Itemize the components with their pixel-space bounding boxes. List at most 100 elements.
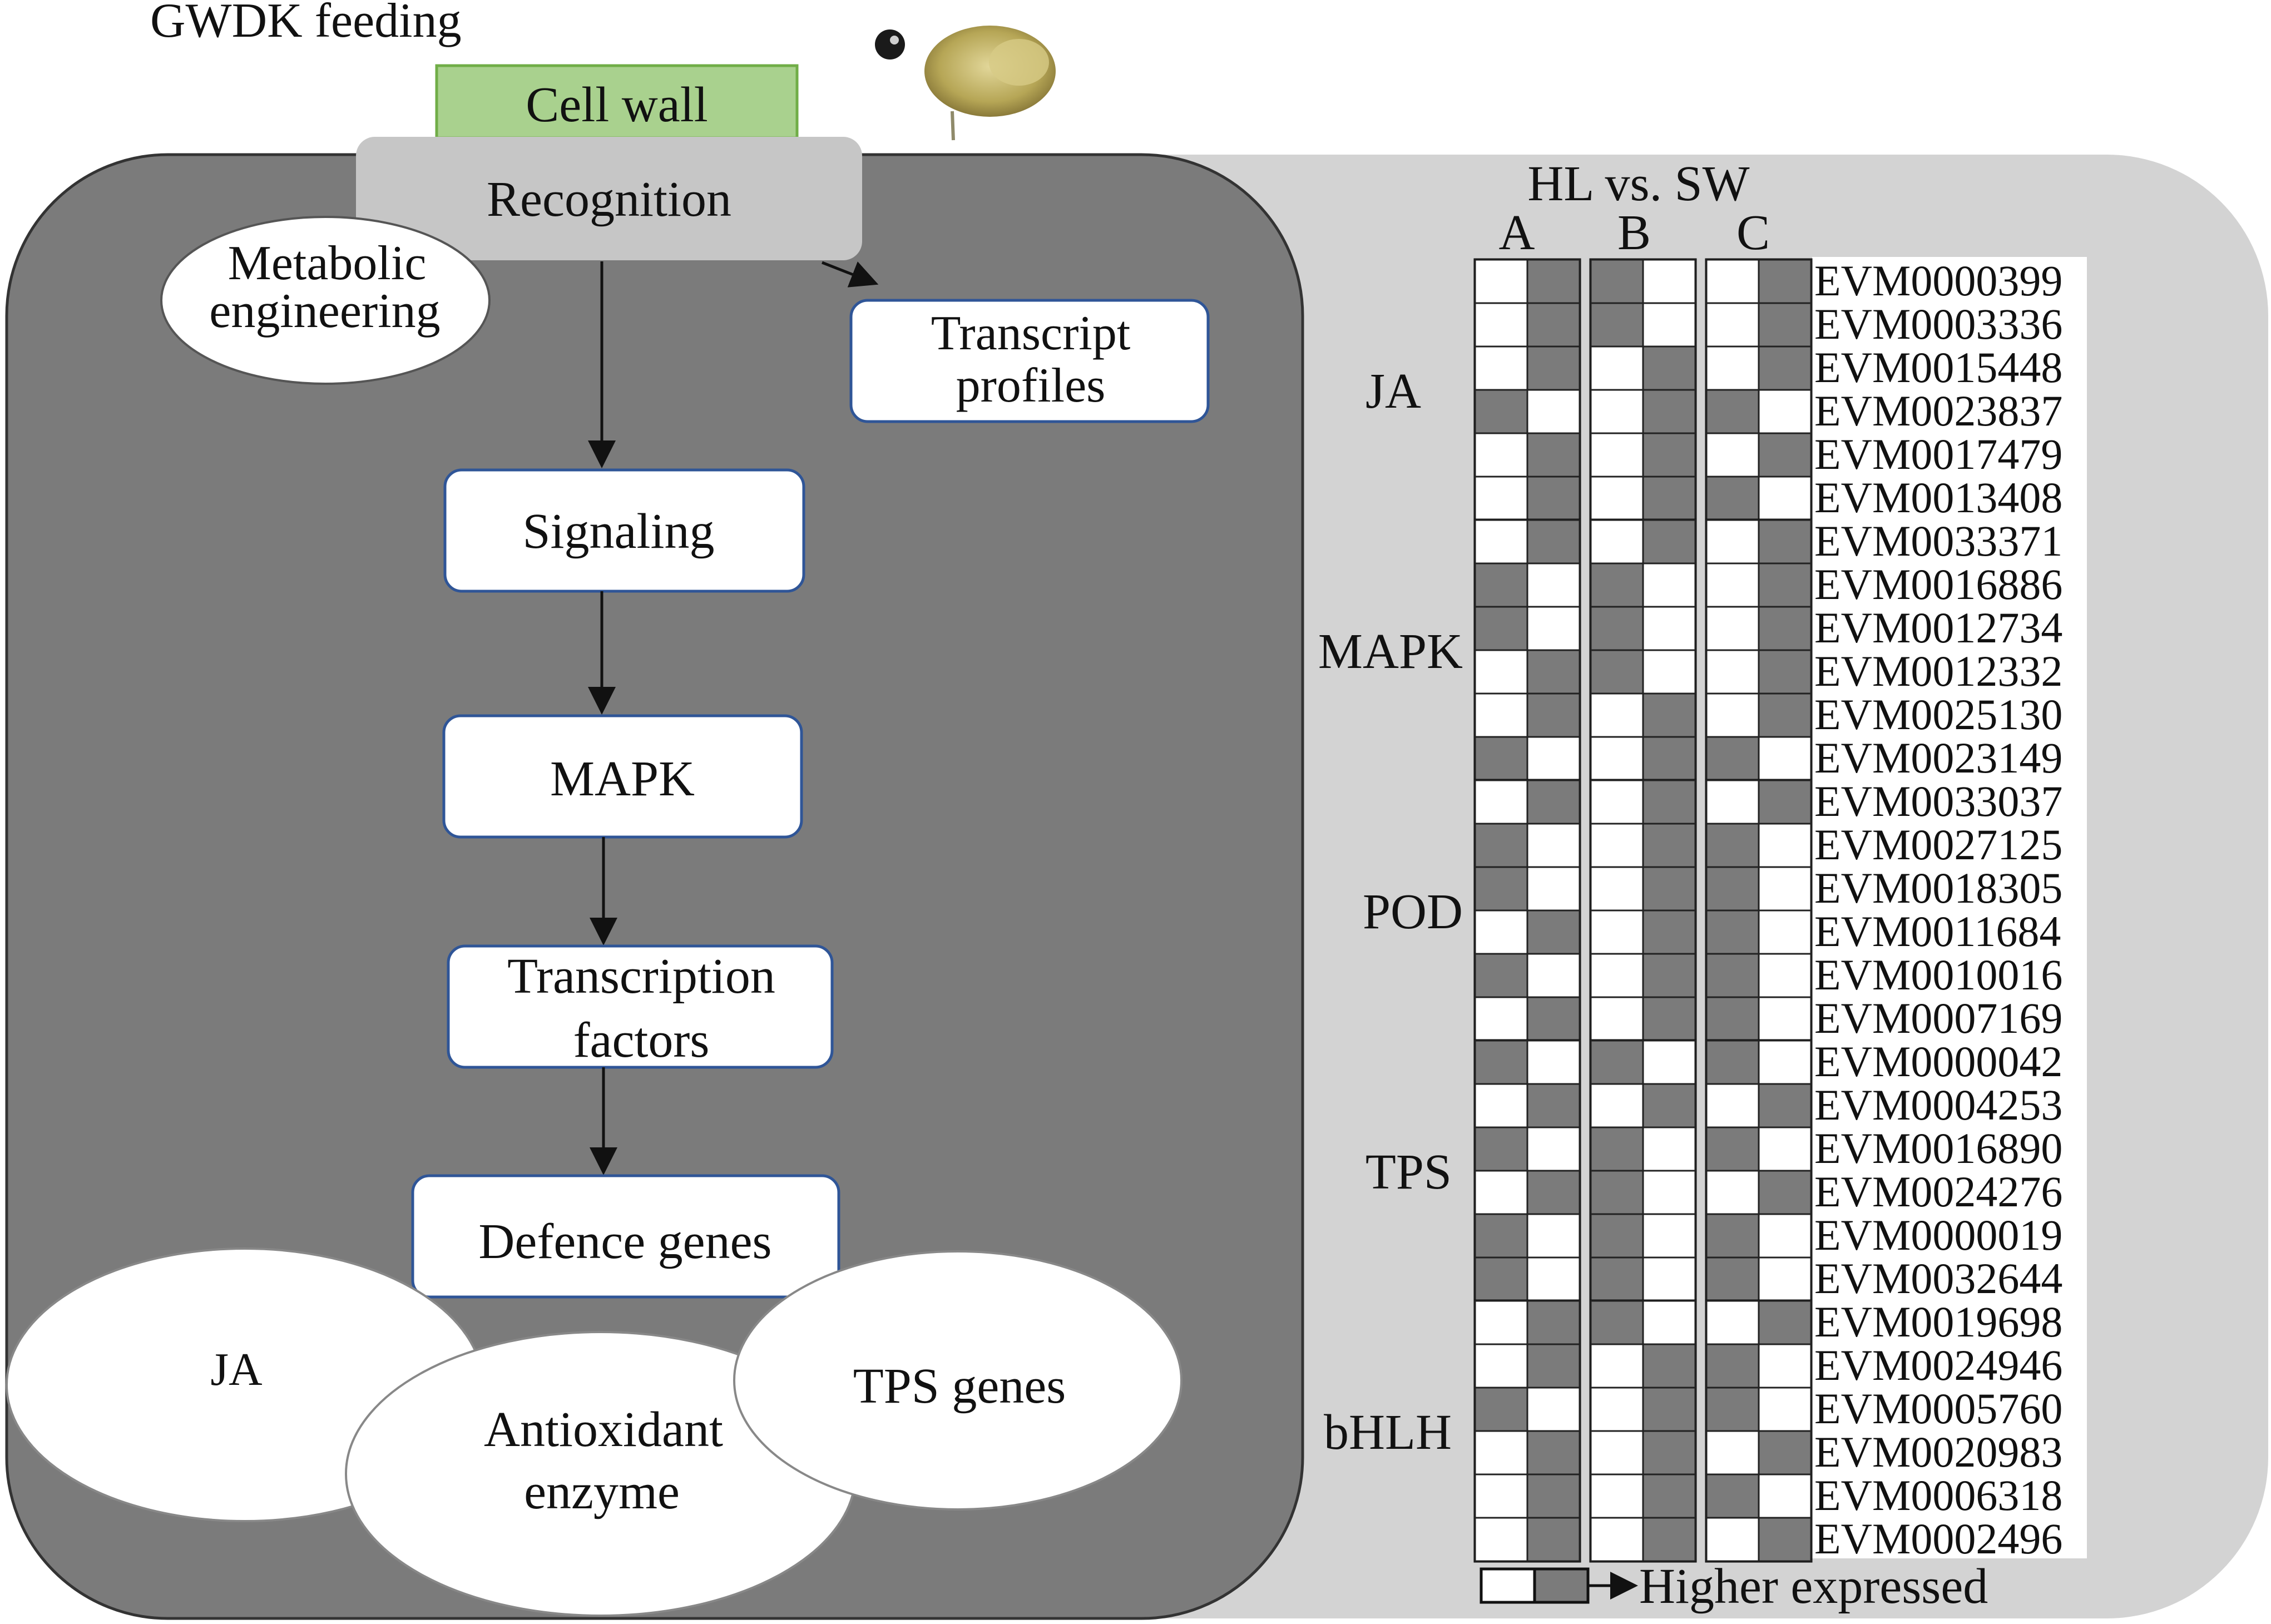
heatmap-cell [1474, 1213, 1528, 1259]
heatmap-cell [1474, 345, 1528, 391]
heatmap-cell [1526, 1213, 1581, 1259]
heatmap-cell [1590, 996, 1644, 1042]
group-label-tps: TPS [1365, 1145, 1452, 1200]
antiox-line2: enzyme [524, 1464, 680, 1519]
heatmap-cell [1758, 1430, 1812, 1476]
heatmap-cell [1705, 519, 1760, 565]
mapk-box [442, 714, 803, 839]
gene-id-label: EVM0018305 [1814, 864, 2062, 912]
heatmap-cell [1590, 1213, 1644, 1259]
heatmap-cell [1758, 476, 1812, 521]
heatmap-cell [1526, 345, 1581, 391]
heatmap-cell [1758, 302, 1812, 348]
heatmap-cell [1590, 1473, 1644, 1519]
heatmap-cell [1474, 649, 1528, 695]
legend: Higher expressed [1480, 1559, 1988, 1614]
legend-light-cell [1480, 1567, 1536, 1604]
heatmap-cell [1474, 692, 1528, 738]
heatmap-cell [1642, 692, 1696, 738]
heatmap-cell [1758, 1039, 1812, 1085]
heatmap-cell [1758, 779, 1812, 825]
heatmap-cell [1705, 779, 1760, 825]
heatmap-cell [1758, 1343, 1812, 1389]
tf-line1: Transcription [507, 949, 775, 1004]
gene-id-label: EVM0024946 [1814, 1341, 2062, 1389]
heatmap-cell [1705, 1473, 1760, 1519]
heatmap-cell [1705, 432, 1760, 478]
gene-id-label: EVM0023149 [1814, 734, 2062, 782]
heatmap-cell [1590, 1170, 1644, 1215]
heatmap-cell [1705, 909, 1760, 955]
heatmap-cell [1642, 1083, 1696, 1128]
heatmap-cell [1705, 1083, 1760, 1128]
heatmap-cell [1474, 562, 1528, 608]
ja-node-label: JA [210, 1344, 263, 1395]
feeding-label: GWDK feeding [150, 0, 462, 48]
heatmap-cell [1590, 823, 1644, 868]
heatmap-cell [1642, 476, 1696, 521]
cell-wall-box [435, 64, 799, 140]
heatmap-cell [1705, 823, 1760, 868]
heatmap-cell [1758, 953, 1812, 998]
defence-genes-box [411, 1174, 840, 1299]
heatmap-cell [1705, 953, 1760, 998]
heatmap-cell [1474, 1126, 1528, 1172]
heatmap-cell [1758, 1517, 1812, 1562]
heatmap-cell [1474, 1473, 1528, 1519]
gene-label-column [1812, 257, 2087, 1558]
heatmap-cell [1590, 649, 1644, 695]
heatmap-cell [1474, 1300, 1528, 1345]
transcript-line2: profiles [956, 359, 1106, 413]
gene-id-label: EVM0032644 [1814, 1254, 2062, 1303]
heatmap-cell [1705, 649, 1760, 695]
heatmap-cell [1705, 1300, 1760, 1345]
heatmap-cell [1526, 302, 1581, 348]
heatmap-cell [1758, 432, 1812, 478]
heatmap-cell [1642, 389, 1696, 434]
heatmap-cell [1590, 259, 1644, 304]
heatmap-cell [1526, 606, 1581, 651]
heatmap-cell [1590, 1387, 1644, 1432]
gene-id-label: EVM0023837 [1814, 387, 2062, 435]
heatmap-cell [1474, 823, 1528, 868]
heatmap-cell [1590, 1517, 1644, 1562]
heatmap-cell [1758, 1126, 1812, 1172]
comparison-title: HL vs. SW [1527, 156, 1749, 211]
cell-wall-label: Cell wall [526, 77, 707, 132]
legend-dark-cell [1533, 1567, 1590, 1604]
gene-id-label: EVM0011684 [1814, 907, 2061, 955]
heatmap-cell [1590, 1430, 1644, 1476]
heatmap-cell [1590, 779, 1644, 825]
heatmap-cell [1642, 1170, 1696, 1215]
gene-id-label: EVM0000042 [1814, 1037, 2062, 1086]
heatmap-cell [1642, 1039, 1696, 1085]
gene-id-label: EVM0005760 [1814, 1384, 2062, 1433]
heatmap-cell [1705, 302, 1760, 348]
heatmap-cell [1526, 649, 1581, 695]
gene-id-label: EVM0019698 [1814, 1298, 2062, 1346]
gene-id-label: EVM0016890 [1814, 1124, 2062, 1172]
heatmap-cell [1474, 996, 1528, 1042]
group-label-pod: POD [1363, 884, 1463, 939]
heatmap-cell [1526, 1430, 1581, 1476]
transcription-factors-box [447, 944, 834, 1069]
heatmap-cell [1474, 1039, 1528, 1085]
heatmap-cell [1705, 1170, 1760, 1215]
heatmap-cell [1526, 1473, 1581, 1519]
heatmap-cell [1705, 606, 1760, 651]
gene-id-label: EVM0025130 [1814, 690, 2062, 739]
heatmap-cell [1758, 1387, 1812, 1432]
heatmap-cell [1758, 562, 1812, 608]
heatmap-cell [1705, 866, 1760, 912]
transcript-profiles-box [849, 299, 1210, 423]
heatmap-cell [1705, 692, 1760, 738]
recognition-box [356, 137, 862, 260]
heatmap-cell [1642, 1126, 1696, 1172]
heatmap-cell [1758, 1256, 1812, 1302]
heatmap-cell [1642, 562, 1696, 608]
heatmap-cell [1705, 1387, 1760, 1432]
heatmap-cell [1474, 302, 1528, 348]
heatmap-cell [1758, 1300, 1812, 1345]
heatmap-cell [1705, 1343, 1760, 1389]
